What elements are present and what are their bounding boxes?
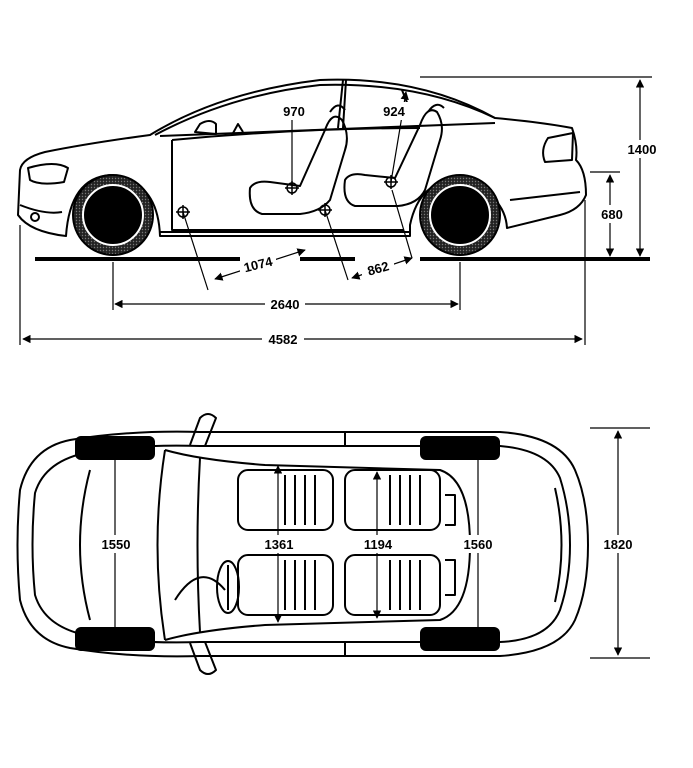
seat-reference-points bbox=[176, 175, 398, 219]
car-body-side bbox=[17, 78, 587, 237]
rear-shoulder-label: 1194 bbox=[364, 537, 393, 552]
overall-length-label: 4582 bbox=[269, 332, 298, 347]
front-track-label: 1550 bbox=[102, 537, 131, 552]
front-right-wheel bbox=[75, 627, 155, 651]
front-headroom-label: 970 bbox=[283, 104, 305, 119]
rear-wheel-side bbox=[419, 174, 501, 256]
rear-legroom-label: 862 bbox=[366, 258, 391, 278]
side-view: 970 924 1074 862 2640 4582 1400 680 bbox=[17, 76, 660, 348]
front-shoulder-label: 1361 bbox=[265, 537, 294, 552]
rear-headroom-label: 924 bbox=[383, 104, 405, 119]
front-legroom-label: 1074 bbox=[242, 254, 274, 276]
rear-left-wheel bbox=[420, 436, 500, 460]
wheelbase-label: 2640 bbox=[271, 297, 300, 312]
sill-height-label: 680 bbox=[601, 207, 623, 222]
car-body-top bbox=[16, 413, 589, 675]
rear-track-label: 1560 bbox=[464, 537, 493, 552]
front-wheel-side bbox=[72, 174, 154, 256]
rear-right-wheel bbox=[420, 627, 500, 651]
overall-width-label: 1820 bbox=[604, 537, 633, 552]
overall-height-label: 1400 bbox=[628, 142, 657, 157]
top-view: 1550 1361 1194 1560 1820 bbox=[16, 413, 650, 675]
